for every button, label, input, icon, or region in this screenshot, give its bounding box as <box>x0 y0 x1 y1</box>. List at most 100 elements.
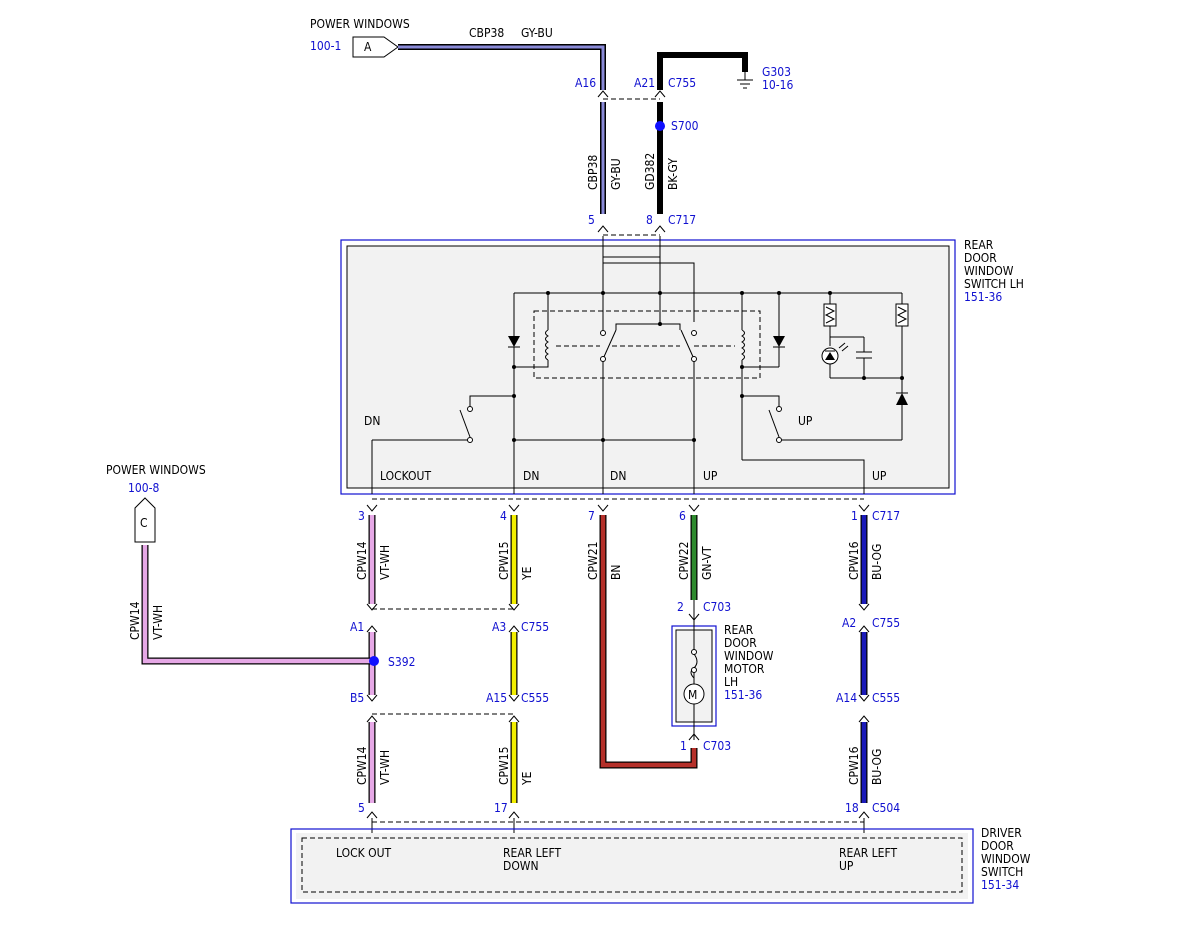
pin-7: 7 <box>588 509 595 523</box>
motor-pin-bot: 1 <box>680 739 687 753</box>
vert-circuit-cbp38: CBP38 <box>586 155 600 190</box>
pw-a-connector-icon[interactable] <box>352 36 399 58</box>
motor-title-5: LH <box>724 675 738 689</box>
conn-c504[interactable]: C504 <box>872 801 900 815</box>
color-gn-vt: GN-VT <box>700 546 714 580</box>
conn-c555-right[interactable]: C555 <box>872 691 900 705</box>
circ-cpw22: CPW22 <box>677 542 691 580</box>
circ-cpw15-a: CPW15 <box>497 542 511 580</box>
circ-cpw14-a: CPW14 <box>355 541 369 580</box>
side-color: VT-WH <box>151 605 165 640</box>
pin-5-driver: 5 <box>358 801 365 815</box>
pw-c-letter: C <box>140 516 148 530</box>
pw-c-page[interactable]: 100-8 <box>128 481 159 495</box>
driver-page[interactable]: 151-34 <box>981 878 1019 892</box>
pin-a15: A15 <box>486 691 507 705</box>
splice-s392 <box>369 656 379 666</box>
pin-8: 8 <box>646 213 653 227</box>
out-label-lockout: LOCKOUT <box>380 469 431 483</box>
terminal-a16 <box>597 90 609 98</box>
circ-cpw14-b: CPW14 <box>355 746 369 785</box>
rear-switch-dn-label: DN <box>364 414 380 428</box>
rear-switch-up-label: UP <box>798 414 813 428</box>
color-vt-wh-a: VT-WH <box>378 545 392 580</box>
pin-3: 3 <box>358 509 365 523</box>
driver-label-down: DOWN <box>503 859 539 873</box>
top-wire-circuit: CBP38 <box>469 26 504 40</box>
pin-6: 6 <box>679 509 686 523</box>
pin-a14: A14 <box>836 691 857 705</box>
pin-b5: B5 <box>350 691 364 705</box>
driver-title-3: WINDOW <box>981 852 1031 866</box>
motor-title-4: MOTOR <box>724 662 765 676</box>
terminal-5 <box>597 225 609 233</box>
motor-conn-top[interactable]: C703 <box>703 600 731 614</box>
rear-switch-body <box>346 245 950 489</box>
conn-c755-mid[interactable]: C755 <box>521 620 549 634</box>
vert-color-gy-bu: GY-BU <box>609 158 623 190</box>
circ-cpw16-b: CPW16 <box>847 746 861 785</box>
pin-a21: A21 <box>634 76 655 90</box>
color-vt-wh-b: VT-WH <box>378 750 392 785</box>
splice-s700-label[interactable]: S700 <box>671 119 699 133</box>
top-wire-color: GY-BU <box>521 26 553 40</box>
motor-pin-top: 2 <box>677 600 684 614</box>
pw-a-page[interactable]: 100-1 <box>310 39 341 53</box>
color-bn: BN <box>609 565 623 580</box>
pin-a1: A1 <box>350 620 364 634</box>
driver-switch-body <box>296 833 968 899</box>
ground-id[interactable]: G303 <box>762 65 791 79</box>
pw-c-connector-icon[interactable] <box>134 497 156 543</box>
terminal-a21 <box>654 90 666 98</box>
rear-switch-page[interactable]: 151-36 <box>964 290 1002 304</box>
conn-c717-top[interactable]: C717 <box>668 213 696 227</box>
motor-page[interactable]: 151-36 <box>724 688 762 702</box>
conn-c755-top[interactable]: C755 <box>668 76 696 90</box>
connector-c555-mid <box>366 694 870 723</box>
wire-bk-gy-top <box>657 52 748 90</box>
rear-switch-title-2: DOOR <box>964 251 997 265</box>
out-label-up-1: UP <box>703 469 718 483</box>
driver-title-4: SWITCH <box>981 865 1023 879</box>
motor-title-1: REAR <box>724 623 754 637</box>
side-circuit: CPW14 <box>128 601 142 640</box>
connector-c755-mid <box>366 603 870 633</box>
color-ye-a: YE <box>520 566 534 581</box>
ground-icon <box>737 72 753 89</box>
pin-4: 4 <box>500 509 507 523</box>
out-label-dn-1: DN <box>523 469 539 483</box>
rear-switch-title-4: SWITCH LH <box>964 277 1024 291</box>
motor-title-2: DOOR <box>724 636 757 650</box>
ground-page[interactable]: 10-16 <box>762 78 793 92</box>
conn-c717-mid[interactable]: C717 <box>872 509 900 523</box>
driver-label-up: UP <box>839 859 854 873</box>
pin-a16: A16 <box>575 76 596 90</box>
switch-internal-circuit: DN UP <box>364 236 909 494</box>
driver-label-rl-2: REAR LEFT <box>839 846 897 860</box>
conn-c755-right[interactable]: C755 <box>872 616 900 630</box>
color-bu-og-a: BU-OG <box>870 544 884 580</box>
terminal-8 <box>654 225 666 233</box>
rear-switch-title-3: WINDOW <box>964 264 1014 278</box>
pw-a-letter: A <box>364 40 372 54</box>
conn-c555-mid[interactable]: C555 <box>521 691 549 705</box>
motor-conn-bot[interactable]: C703 <box>703 739 731 753</box>
pin-1: 1 <box>851 509 858 523</box>
pin-a2: A2 <box>842 616 856 630</box>
color-bu-og-b: BU-OG <box>870 749 884 785</box>
splice-s392-label[interactable]: S392 <box>388 655 415 669</box>
output-terminals <box>366 498 870 512</box>
motor-symbol: M <box>688 688 697 702</box>
vert-color-bk-gy: BK-GY <box>666 158 680 190</box>
pw-c-title: POWER WINDOWS <box>106 463 206 477</box>
circ-cpw15-b: CPW15 <box>497 747 511 785</box>
pin-18-driver: 18 <box>845 801 859 815</box>
pin-17-driver: 17 <box>494 801 508 815</box>
out-label-up-2: UP <box>872 469 887 483</box>
motor-title-3: WINDOW <box>724 649 774 663</box>
driver-switch-outline[interactable] <box>290 828 974 904</box>
driver-title-2: DOOR <box>981 839 1014 853</box>
rear-switch-outline[interactable] <box>340 239 956 495</box>
motor-internal <box>683 620 705 740</box>
